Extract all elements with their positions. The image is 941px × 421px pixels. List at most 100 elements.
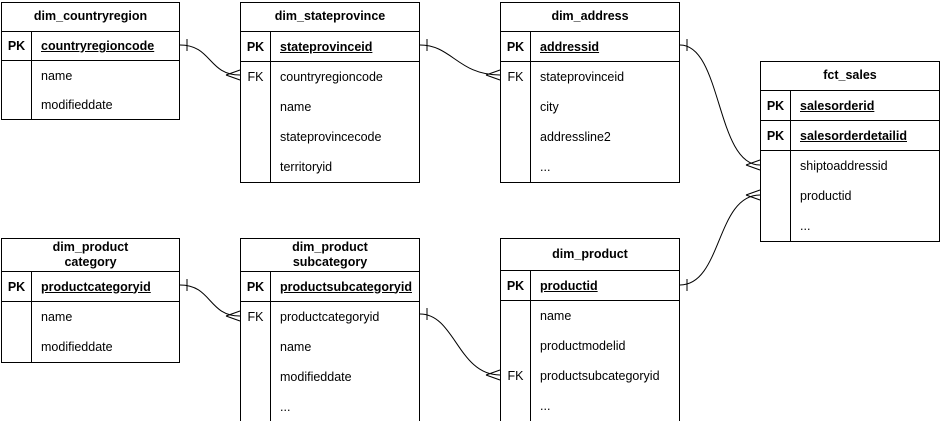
row-key-label — [501, 391, 531, 421]
relation-dim_countryregion-to-dim_stateprovince[interactable] — [179, 44, 241, 76]
row-key-label — [501, 301, 531, 331]
table-row: name — [501, 301, 679, 331]
row-field-name: name — [540, 309, 572, 323]
row-field-name: ... — [540, 160, 551, 174]
row-key-label: PK — [241, 272, 271, 301]
row-key-label: PK — [761, 91, 791, 120]
cardinality-many-crowfoot-icon — [225, 69, 241, 81]
row-key-label — [501, 122, 531, 152]
row-field-name: modifieddate — [41, 340, 113, 354]
table-row: PK salesorderdetailid — [761, 121, 939, 151]
row-field-name: addressline2 — [540, 130, 611, 144]
table-title: dim_address — [501, 3, 679, 32]
row-key-label: PK — [501, 271, 531, 300]
row-key-label: PK — [2, 32, 32, 60]
row-key-label — [241, 92, 271, 122]
table-row: ... — [241, 392, 419, 421]
row-key-label — [2, 332, 32, 362]
relation-dim_stateprovince-to-dim_address[interactable] — [419, 44, 501, 76]
row-key-label — [761, 181, 791, 211]
relation-dim_productcategory-to-dim_productsubcategory[interactable] — [179, 284, 241, 317]
table-title: fct_sales — [761, 62, 939, 91]
table-row: city — [501, 92, 679, 122]
row-key-label: PK — [2, 272, 32, 301]
table-row: stateprovincecode — [241, 122, 419, 152]
row-field-name: name — [280, 100, 312, 114]
table-row: PK countryregioncode — [2, 32, 179, 61]
table-row: ... — [501, 152, 679, 182]
row-key-label — [501, 92, 531, 122]
row-field-name: productcategoryid — [280, 310, 380, 324]
table-row: PK salesorderid — [761, 91, 939, 121]
table-title: dim_stateprovince — [241, 3, 419, 32]
row-field-name: shiptoaddressid — [800, 159, 888, 173]
table-row: modifieddate — [241, 362, 419, 392]
row-field-name: countryregioncode — [41, 39, 155, 53]
row-field-name: productcategoryid — [41, 279, 151, 294]
row-key-label — [501, 152, 531, 182]
table-row: name — [241, 332, 419, 362]
table-row: ... — [501, 391, 679, 421]
table-row: ... — [761, 211, 939, 241]
row-field-name: salesorderid — [800, 98, 875, 113]
row-field-name: modifieddate — [280, 370, 352, 384]
row-field-name: countryregioncode — [280, 70, 383, 84]
row-key-label — [241, 332, 271, 362]
table-row: FK stateprovinceid — [501, 62, 679, 92]
table-row: productid — [761, 181, 939, 211]
row-field-name: territoryid — [280, 160, 333, 174]
row-field-name: ... — [800, 219, 811, 233]
row-key-label — [761, 211, 791, 241]
row-field-name: name — [41, 310, 73, 324]
row-field-name: productid — [800, 189, 852, 203]
row-field-name: stateprovincecode — [280, 130, 382, 144]
cardinality-many-crowfoot-icon — [485, 69, 501, 81]
row-field-name: modifieddate — [41, 97, 113, 112]
relation-dim_address-to-fct_sales[interactable] — [679, 44, 761, 166]
table-row: addressline2 — [501, 122, 679, 152]
row-field-name: productsubcategoryid — [540, 369, 660, 383]
table-row: name — [2, 61, 179, 90]
row-key-label: FK — [501, 361, 531, 391]
row-key-label — [2, 90, 32, 119]
table-row: PK stateprovinceid — [241, 32, 419, 62]
row-key-label — [241, 392, 271, 421]
relation-dim_product-to-fct_sales[interactable] — [679, 194, 761, 286]
row-key-label — [2, 61, 32, 90]
row-key-label: FK — [241, 62, 271, 92]
row-key-label — [501, 331, 531, 361]
row-key-label: FK — [501, 62, 531, 92]
table-row: name — [241, 92, 419, 122]
relation-dim_productsubcategory-to-dim_product[interactable] — [419, 313, 501, 376]
table-row: PK productcategoryid — [2, 272, 179, 302]
table-title: dim_countryregion — [2, 3, 179, 32]
row-field-name: name — [41, 68, 73, 83]
row-field-name: ... — [540, 399, 551, 413]
row-key-label: PK — [761, 121, 791, 150]
table-row: modifieddate — [2, 90, 179, 119]
row-field-name: ... — [280, 400, 291, 414]
table-row: shiptoaddressid — [761, 151, 939, 181]
row-key-label — [241, 122, 271, 152]
table-row: modifieddate — [2, 332, 179, 362]
table-row: FK countryregioncode — [241, 62, 419, 92]
row-key-label: PK — [241, 32, 271, 61]
row-field-name: stateprovinceid — [280, 39, 373, 54]
row-field-name: stateprovinceid — [540, 70, 625, 84]
table-title: dim_product category — [2, 239, 179, 272]
table-row: name — [2, 302, 179, 332]
row-field-name: salesorderdetailid — [800, 128, 907, 143]
row-key-label — [241, 362, 271, 392]
row-key-label — [761, 151, 791, 181]
